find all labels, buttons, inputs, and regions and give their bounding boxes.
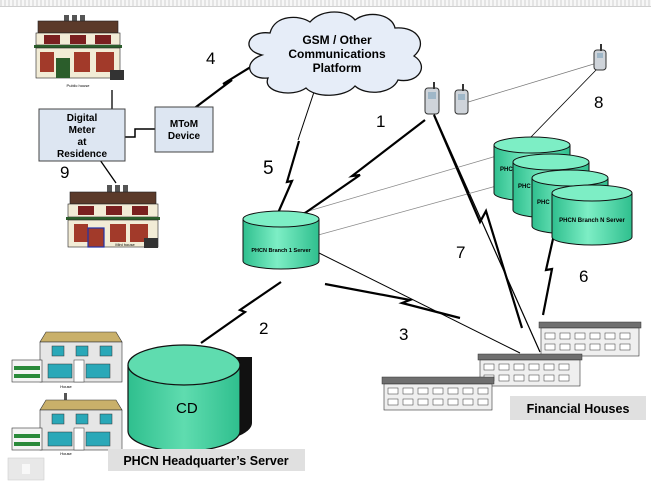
mobile-phone-icon-2 — [454, 84, 469, 115]
financial-building-3 — [381, 376, 495, 411]
bolt-5 — [276, 140, 301, 214]
mobile-phone-icon-3 — [593, 44, 607, 71]
mtom-line1: MToM — [170, 119, 198, 130]
branch-disk-1-label: PHC — [500, 167, 513, 173]
bolt-1 — [291, 119, 426, 223]
mtom-device-box: MToM Device — [154, 106, 214, 153]
hq-server-caption: PHCN Headquarter’s Server — [108, 449, 305, 471]
cloud-line3: Platform — [313, 61, 362, 75]
window-top-border — [0, 0, 651, 7]
bolt-2 — [200, 281, 282, 344]
meter-line4: Residence — [57, 149, 107, 160]
link-number-2: 2 — [259, 319, 268, 338]
link-number-4: 4 — [206, 49, 215, 68]
meter-line2: Meter — [69, 125, 96, 136]
meter-line3: at — [78, 137, 88, 148]
line-meter-mtom — [125, 128, 155, 138]
link-number-9: 9 — [60, 163, 69, 182]
hq-disk-label: CD — [176, 400, 198, 417]
bolt-6 — [541, 229, 557, 316]
house-icon-upper: House — [11, 331, 123, 389]
financial-building-1 — [538, 321, 642, 357]
mini-house-label: Mini house — [115, 242, 135, 247]
mtom-line2: Device — [168, 131, 201, 142]
line-branch1-branchN-high — [294, 154, 501, 216]
meter-line1: Digital — [67, 113, 98, 124]
line-phone8-branch — [529, 67, 599, 139]
house-icon-lower: House — [11, 393, 123, 456]
hq-server-caption-text: PHCN Headquarter’s Server — [123, 454, 288, 468]
cloud-line2: Communications — [288, 47, 386, 61]
digital-meter-box: Digital Meter at Residence — [38, 108, 126, 162]
link-numbers: 1 2 3 4 5 6 7 8 9 — [60, 49, 603, 344]
bolt-3 — [324, 282, 461, 320]
line-branch1-financial — [314, 250, 521, 354]
branch-server-stack: PHC PHC PHC PHCN Branch N Server — [493, 136, 633, 246]
public-house-icon: Public house — [34, 15, 124, 88]
financial-building-2 — [477, 353, 583, 387]
link-number-7: 7 — [456, 243, 465, 262]
line-branch1-branchN-low — [299, 184, 501, 241]
house-label-lower: House — [60, 451, 72, 456]
bolt-4 — [191, 59, 263, 111]
branchN-server-label: PHCN Branch N Server — [559, 218, 625, 224]
gsm-cloud: GSM / Other Communications Platform — [248, 11, 422, 96]
house-label-upper: House — [60, 384, 72, 389]
link-number-6: 6 — [579, 267, 588, 286]
mobile-phone-icon-1 — [424, 82, 440, 115]
branch1-server-disk: PHCN Branch 1 Server — [242, 210, 320, 270]
wireless-links — [191, 59, 557, 344]
link-number-8: 8 — [594, 93, 603, 112]
link-number-1: 1 — [376, 112, 385, 131]
cloud-line1: GSM / Other — [302, 33, 372, 47]
mini-house-icon: Mini house — [66, 185, 160, 248]
line-meter-house — [99, 159, 117, 184]
branchN-server-disk: PHCN Branch N Server — [551, 184, 633, 246]
slide-thumbnail-icon — [7, 457, 45, 481]
line-phones — [464, 62, 598, 104]
link-number-3: 3 — [399, 325, 408, 344]
bolt-7 — [432, 114, 524, 329]
financial-houses-caption: Financial Houses — [510, 396, 646, 420]
branch-disk-2-label: PHC — [518, 184, 531, 190]
public-house-label: Public house — [67, 83, 91, 88]
branch-disk-3-label: PHC — [537, 200, 550, 206]
financial-houses-caption-text: Financial Houses — [527, 402, 630, 416]
hq-server-disk: CD — [127, 344, 252, 452]
branch1-server-label: PHCN Branch 1 Server — [251, 248, 311, 254]
link-number-5: 5 — [263, 158, 274, 179]
